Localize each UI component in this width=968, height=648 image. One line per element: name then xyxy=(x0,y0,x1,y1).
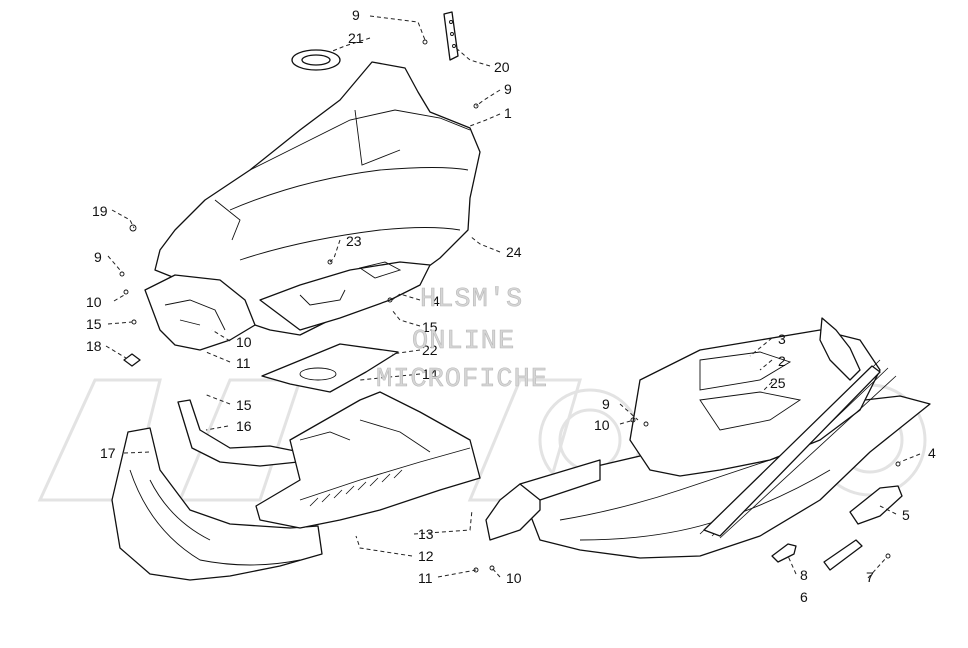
watermark: HLSM'S ONLINE MICROFICHE xyxy=(376,285,548,396)
callout-9: 9 xyxy=(352,7,360,23)
callout-17: 17 xyxy=(100,445,116,461)
callout-6: 6 xyxy=(800,589,808,605)
callout-19: 19 xyxy=(92,203,108,219)
watermark-line-2: ONLINE xyxy=(412,327,515,357)
callout-labels: 9 21 20 9 1 19 23 24 9 10 15 18 10 11 4 … xyxy=(86,7,936,605)
callout-4: 4 xyxy=(928,445,936,461)
callout-14: 14 xyxy=(422,366,438,382)
callout-9: 9 xyxy=(602,396,610,412)
lower-left-assembly xyxy=(111,391,481,581)
callout-21: 21 xyxy=(348,30,364,46)
floor-plate xyxy=(261,343,399,393)
leader-lines xyxy=(105,15,921,579)
callout-4: 4 xyxy=(432,293,440,309)
right-assembly xyxy=(473,317,931,573)
callout-18: 18 xyxy=(86,338,102,354)
callout-10: 10 xyxy=(86,294,102,310)
callout-24: 24 xyxy=(506,244,522,260)
callout-2: 2 xyxy=(778,353,786,369)
callout-23: 23 xyxy=(346,233,362,249)
hood-assembly xyxy=(119,11,481,367)
callout-13: 13 xyxy=(418,526,434,542)
callout-5: 5 xyxy=(902,507,910,523)
callout-11: 11 xyxy=(418,570,433,586)
watermark-line-1: HLSM'S xyxy=(420,285,523,315)
callout-8: 8 xyxy=(800,567,808,583)
callout-10: 10 xyxy=(236,334,252,350)
callout-22: 22 xyxy=(422,342,438,358)
callout-25: 25 xyxy=(770,375,786,391)
callout-10: 10 xyxy=(506,570,522,586)
callout-15: 15 xyxy=(422,319,438,335)
callout-16: 16 xyxy=(236,418,252,434)
callout-10: 10 xyxy=(594,417,610,433)
callout-9: 9 xyxy=(94,249,102,265)
watermark-line-3: MICROFICHE xyxy=(376,365,548,395)
callout-9: 9 xyxy=(504,81,512,97)
callout-15: 15 xyxy=(86,316,102,332)
callout-15: 15 xyxy=(236,397,252,413)
callout-12: 12 xyxy=(418,548,434,564)
callout-11: 11 xyxy=(236,355,251,371)
callout-3: 3 xyxy=(778,331,786,347)
callout-1: 1 xyxy=(504,105,512,121)
callout-20: 20 xyxy=(494,59,510,75)
callout-7: 7 xyxy=(866,569,874,585)
